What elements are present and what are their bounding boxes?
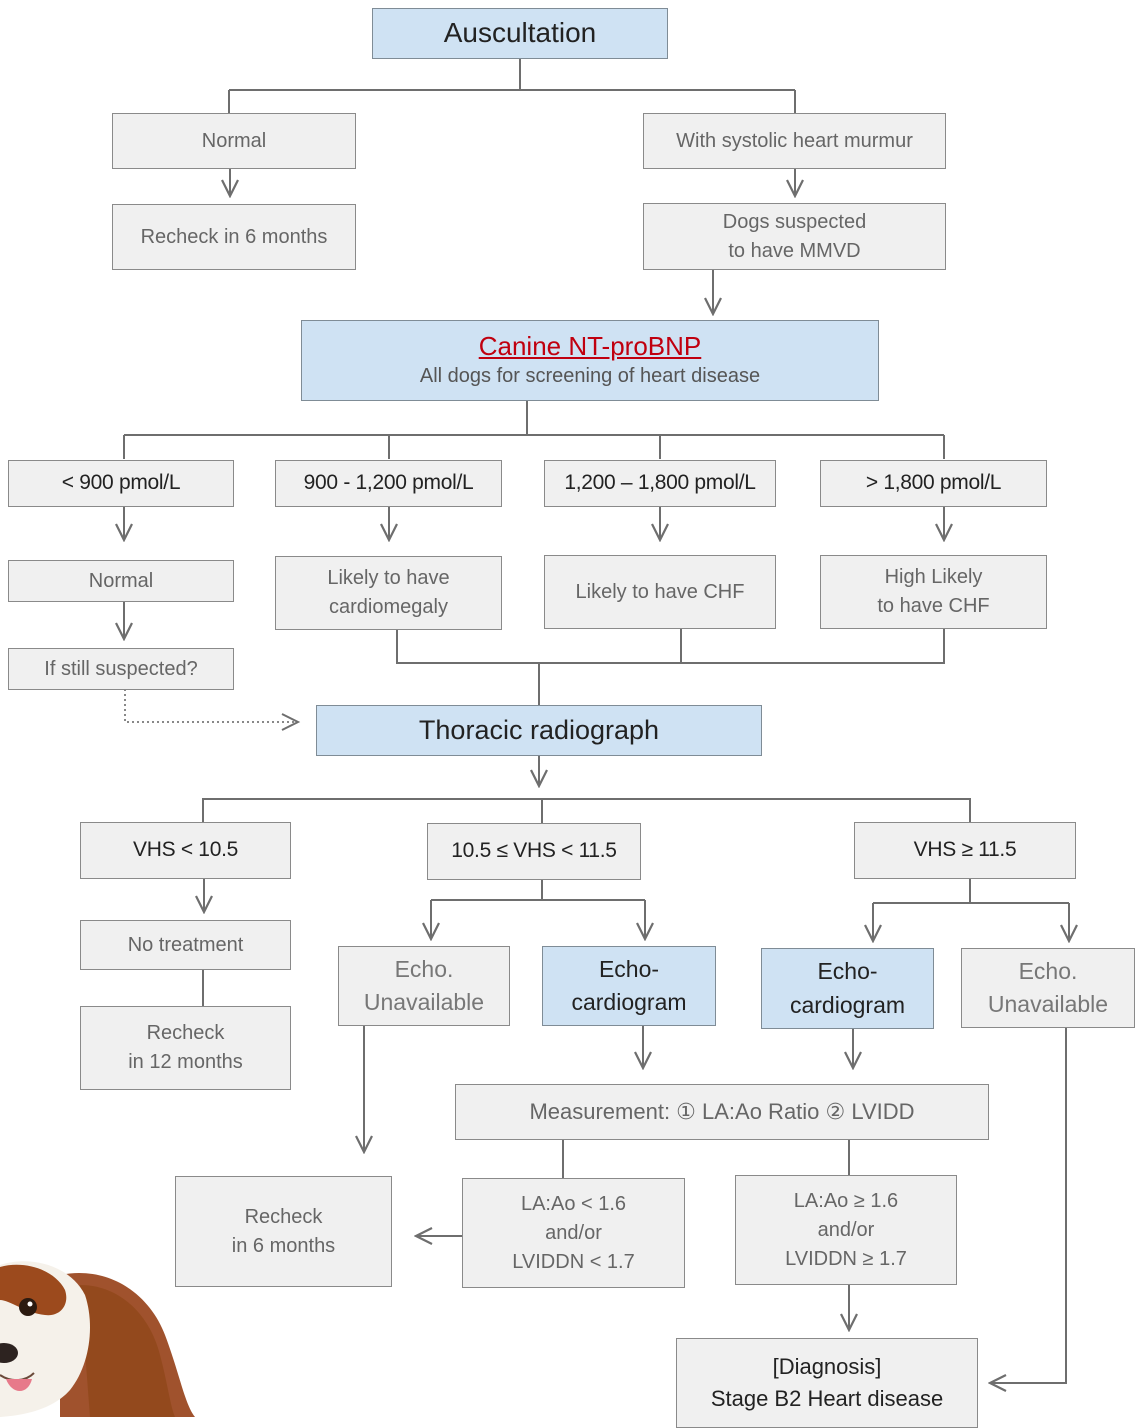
normal-top-label: Normal <box>201 129 267 152</box>
low-ratio-line-1: LA:Ao < 1.6 <box>520 1192 627 1215</box>
high-chf-node: High Likely to have CHF <box>820 555 1047 629</box>
chf-node: Likely to have CHF <box>544 555 776 629</box>
high-chf-line-1: High Likely <box>884 566 983 588</box>
range-under-900-node: < 900 pmol/L <box>8 460 234 507</box>
diagnosis-node: [Diagnosis] Stage B2 Heart disease <box>676 1338 978 1428</box>
recheck-12-months-node: Recheck in 12 months <box>80 1006 291 1090</box>
vhs-over-11-5-node: VHS ≥ 11.5 <box>854 822 1076 879</box>
vhs-over-11-5-label: VHS ≥ 11.5 <box>913 838 1017 862</box>
suspected-line-1: Dogs suspected <box>722 210 867 233</box>
vhs-under-10-5-node: VHS < 10.5 <box>80 822 291 879</box>
murmur-label: With systolic heart murmur <box>676 129 913 152</box>
still-suspected-node: If still suspected? <box>8 648 234 690</box>
no-treatment-node: No treatment <box>80 920 291 970</box>
recheck-6-months-top-label: Recheck in 6 months <box>140 225 328 248</box>
thoracic-radiograph-node: Thoracic radiograph <box>316 705 762 756</box>
no-treatment-label: No treatment <box>127 933 244 956</box>
echocardiogram-left-line-1: Echo- <box>598 955 660 982</box>
vhs-mid-node: 10.5 ≤ VHS < 11.5 <box>427 823 641 880</box>
normal-mid-label: Normal <box>88 569 154 592</box>
murmur-node: With systolic heart murmur <box>643 113 946 169</box>
recheck-6-months-top-node: Recheck in 6 months <box>112 204 356 270</box>
recheck-12-line-2: in 12 months <box>128 1051 243 1073</box>
dog-icon <box>0 1261 195 1417</box>
vhs-under-10-5-label: VHS < 10.5 <box>133 838 238 862</box>
range-over-1800-node: > 1,800 pmol/L <box>820 460 1047 507</box>
echocardiogram-right-line-2: cardiogram <box>789 991 906 1018</box>
high-ratio-line-3: LVIDDN ≥ 1.7 <box>785 1247 907 1270</box>
chf-label: Likely to have CHF <box>575 580 745 603</box>
diagnosis-line-2: Stage B2 Heart disease <box>710 1385 944 1411</box>
echo-unavailable-right-line-1: Echo. <box>1018 957 1078 984</box>
echocardiogram-left-line-2: cardiogram <box>571 989 687 1015</box>
recheck-12-line-1: Recheck <box>146 1022 225 1044</box>
echo-unavailable-right-node: Echo. Unavailable <box>961 948 1135 1028</box>
normal-mid-node: Normal <box>8 560 234 602</box>
normal-top-node: Normal <box>112 113 356 169</box>
thoracic-radiograph-label: Thoracic radiograph <box>418 714 660 745</box>
recheck-6-bottom-line-2: in 6 months <box>231 1234 336 1257</box>
measurement-label: Measurement: ① LA:Ao Ratio ② LVIDD <box>529 1099 915 1125</box>
still-suspected-label: If still suspected? <box>44 657 198 680</box>
suspected-line-2: to have MMVD <box>728 239 861 262</box>
echo-unavailable-left-line-1: Echo. <box>394 955 454 982</box>
echocardiogram-right-node: Echo- cardiogram <box>761 948 934 1029</box>
recheck-6-months-bottom-node: Recheck in 6 months <box>175 1176 392 1287</box>
range-900-1200-node: 900 - 1,200 pmol/L <box>275 460 502 507</box>
range-under-900-label: < 900 pmol/L <box>61 471 181 495</box>
high-chf-line-2: to have CHF <box>877 595 990 617</box>
low-ratio-node: LA:Ao < 1.6 and/or LVIDDN < 1.7 <box>462 1178 685 1288</box>
echocardiogram-right-line-1: Echo- <box>817 958 878 985</box>
range-over-1800-label: > 1,800 pmol/L <box>865 471 1002 495</box>
ntprobnp-link[interactable]: Canine NT-proBNP <box>478 330 702 361</box>
low-ratio-line-3: LVIDDN < 1.7 <box>512 1250 635 1273</box>
vhs-mid-label: 10.5 ≤ VHS < 11.5 <box>451 839 617 863</box>
echo-unavailable-left-node: Echo. Unavailable <box>338 946 510 1026</box>
high-ratio-node: LA:Ao ≥ 1.6 and/or LVIDDN ≥ 1.7 <box>735 1175 957 1285</box>
range-1200-1800-node: 1,200 – 1,800 pmol/L <box>544 460 776 507</box>
range-900-1200-label: 900 - 1,200 pmol/L <box>303 471 474 495</box>
echo-unavailable-left-line-2: Unavailable <box>363 989 485 1015</box>
high-ratio-line-2: and/or <box>817 1218 875 1241</box>
recheck-6-bottom-line-1: Recheck <box>244 1205 323 1228</box>
diagnosis-line-1: [Diagnosis] <box>772 1354 882 1379</box>
suspected-mmvd-node: Dogs suspected to have MMVD <box>643 203 946 270</box>
auscultation-label: Auscultation <box>443 17 597 49</box>
cardiomegaly-line-1: Likely to have <box>327 567 450 589</box>
cardiomegaly-node: Likely to have cardiomegaly <box>275 556 502 630</box>
echo-unavailable-right-line-2: Unavailable <box>987 991 1109 1017</box>
echocardiogram-left-node: Echo- cardiogram <box>542 946 716 1026</box>
measurement-node: Measurement: ① LA:Ao Ratio ② LVIDD <box>455 1084 989 1140</box>
low-ratio-line-2: and/or <box>545 1221 602 1244</box>
ntprobnp-subtitle: All dogs for screening of heart disease <box>419 365 761 388</box>
range-1200-1800-label: 1,200 – 1,800 pmol/L <box>564 471 756 495</box>
ntprobnp-node: Canine NT-proBNP All dogs for screening … <box>301 320 879 401</box>
auscultation-node: Auscultation <box>372 8 668 59</box>
cardiomegaly-line-2: cardiomegaly <box>329 596 448 618</box>
high-ratio-line-1: LA:Ao ≥ 1.6 <box>793 1189 899 1212</box>
